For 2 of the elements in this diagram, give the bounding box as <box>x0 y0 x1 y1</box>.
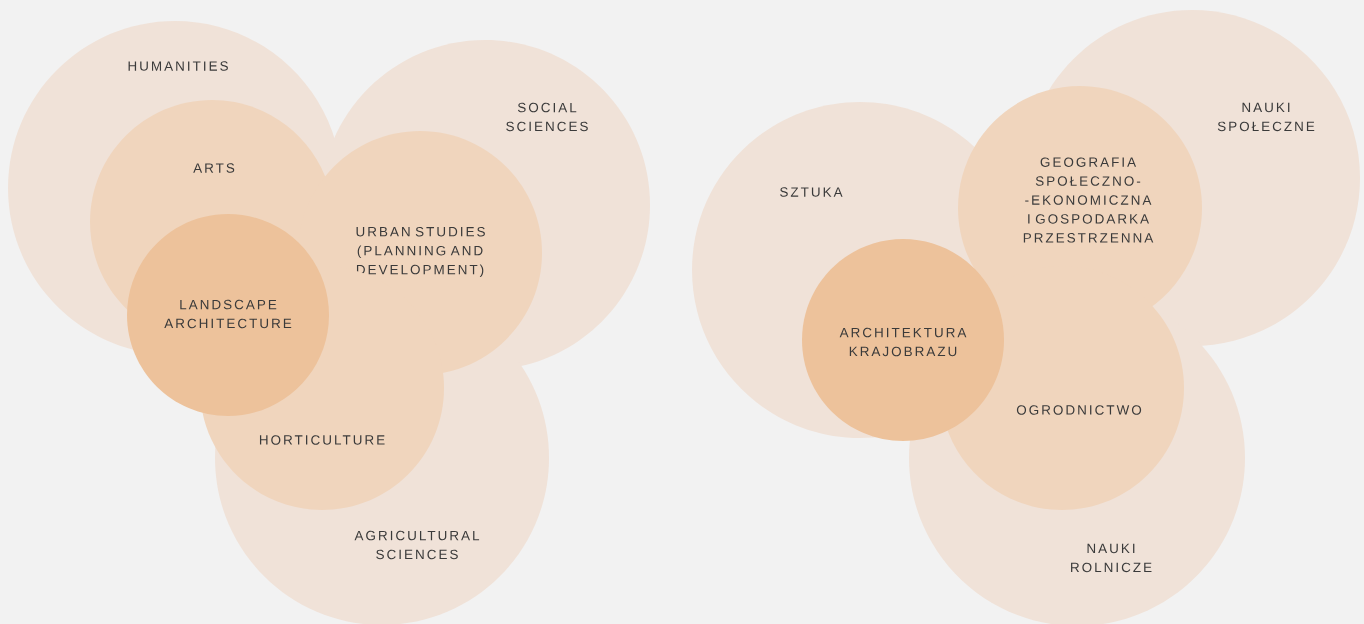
node-label: HORTICULTURE <box>259 435 385 445</box>
node-label: ARTS <box>193 163 235 173</box>
